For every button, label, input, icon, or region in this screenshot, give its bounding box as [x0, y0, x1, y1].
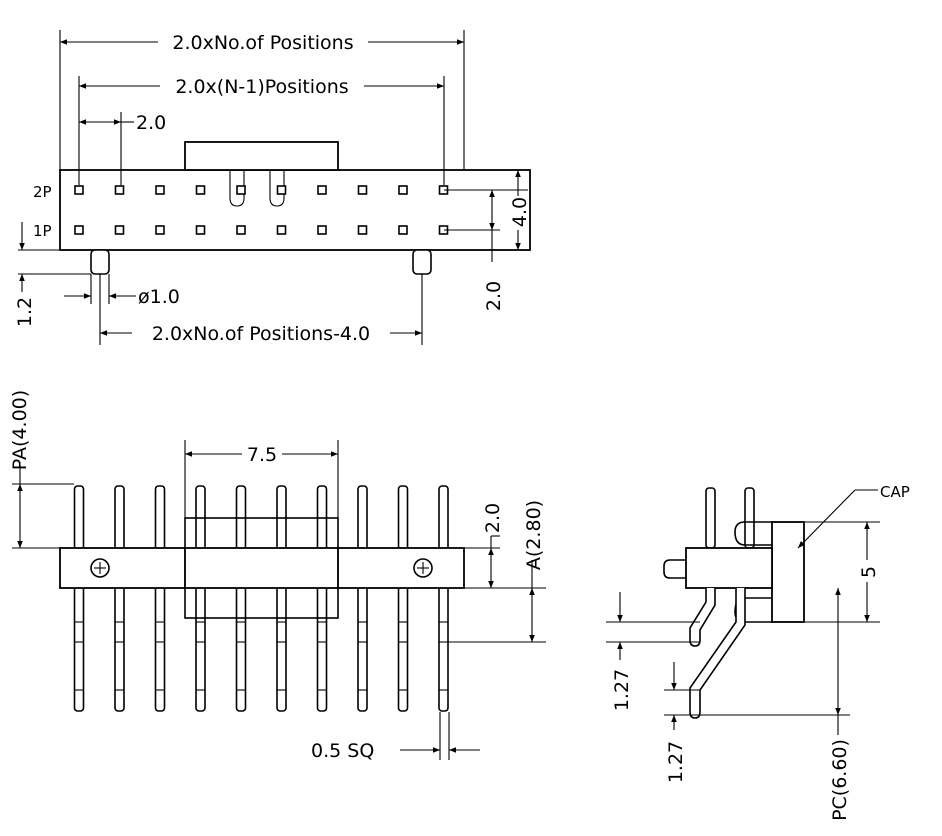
front-pin-upper	[397, 485, 409, 553]
pad-1p	[74, 225, 84, 235]
dim-body-height: 2.0	[482, 503, 504, 533]
front-pin-lower	[235, 584, 247, 712]
side-cap	[771, 521, 805, 623]
side-pin-bent-short	[689, 588, 716, 647]
top-view: 2.0xNo.of Positions 2.0x(N-1)Positions 2…	[14, 30, 531, 345]
pad-1p	[114, 225, 125, 235]
side-insulator	[685, 547, 773, 589]
dim-pitch-span: 2.0x(N-1)Positions	[175, 76, 348, 98]
row-label-1p: 1P	[33, 222, 52, 240]
dim-overall: 2.0xNo.of Positions	[172, 32, 353, 54]
front-pin-lower	[357, 584, 368, 712]
peg-right	[412, 249, 432, 275]
pad-2p	[276, 185, 287, 195]
row-label-2p: 2P	[33, 183, 52, 201]
side-pin-upper-1	[705, 487, 716, 549]
pad-1p	[398, 225, 408, 235]
dim-peg-span: 2.0xNo.of Positions-4.0	[152, 323, 370, 345]
side-pin-upper-2	[744, 487, 755, 549]
dim-pitch: 2.0	[136, 112, 166, 134]
pad-1p	[317, 225, 327, 235]
side-pin-bent-long	[689, 588, 746, 719]
front-pin-upper	[235, 485, 247, 553]
front-pin-upper	[276, 485, 287, 553]
front-pin-lower	[438, 584, 449, 712]
front-pin-lower	[397, 584, 409, 712]
mount-hole-left	[90, 558, 110, 578]
insulator-body	[59, 547, 465, 589]
front-view: 7.5 PA(4.00) 2.0 A(2.80) 0.5 SQ	[9, 390, 546, 762]
header-body	[59, 169, 531, 251]
front-pin-lower	[276, 584, 287, 712]
pad-2p	[357, 185, 368, 195]
front-pin-upper	[316, 485, 328, 553]
front-pin-lower	[316, 584, 328, 712]
pad-row-1p	[74, 225, 449, 235]
side-view: CAP 5 PC(6.60) 1.27 1.27	[606, 483, 910, 821]
dim-pc: PC(6.60)	[829, 739, 851, 821]
dim-offset-1: 1.27	[611, 669, 633, 711]
pad-1p	[276, 225, 287, 235]
pad-2p	[398, 185, 408, 195]
pad-1p	[236, 225, 246, 235]
pad-1p	[195, 225, 206, 235]
front-pin-lower	[73, 584, 85, 712]
front-pin-lower	[154, 584, 166, 712]
pad-1p	[357, 225, 368, 235]
cap-label: CAP	[880, 483, 910, 501]
pins-lower	[73, 584, 449, 712]
pad-2p	[317, 185, 327, 195]
pad-row-2p	[74, 185, 449, 195]
dim-row-offset: 2.0	[483, 281, 505, 311]
front-pin-upper	[154, 485, 166, 553]
pad-2p	[155, 185, 165, 195]
front-pin-upper	[438, 485, 449, 553]
pins-upper	[73, 485, 449, 553]
front-pin-upper	[357, 485, 368, 553]
pad-2p	[195, 185, 206, 195]
pad-2p	[236, 185, 246, 195]
dim-a: A(2.80)	[523, 500, 545, 570]
ejector-slot-left	[229, 170, 245, 207]
dim-cap-height: 5	[858, 566, 880, 578]
dim-peg-height: 1.2	[14, 297, 36, 327]
dim-pa: PA(4.00)	[9, 390, 31, 470]
front-pin-upper	[114, 485, 125, 553]
pad-2p	[74, 185, 84, 195]
polarization-key	[184, 141, 339, 171]
dim-row-height: 4.0	[509, 197, 531, 227]
front-pin-lower	[114, 584, 125, 712]
front-pin-lower	[195, 584, 206, 712]
mount-hole-right	[413, 558, 433, 578]
dim-peg-dia: ø1.0	[138, 286, 180, 308]
front-pin-upper	[73, 485, 85, 553]
peg-left	[90, 249, 110, 275]
dim-offset-2: 1.27	[665, 741, 687, 783]
dim-pin-sq: 0.5 SQ	[311, 740, 374, 762]
ejector-slot-right	[269, 170, 285, 207]
front-pin-upper	[195, 485, 206, 553]
pad-2p	[114, 185, 125, 195]
dim-cap-width: 7.5	[247, 444, 277, 466]
pad-1p	[155, 225, 165, 235]
